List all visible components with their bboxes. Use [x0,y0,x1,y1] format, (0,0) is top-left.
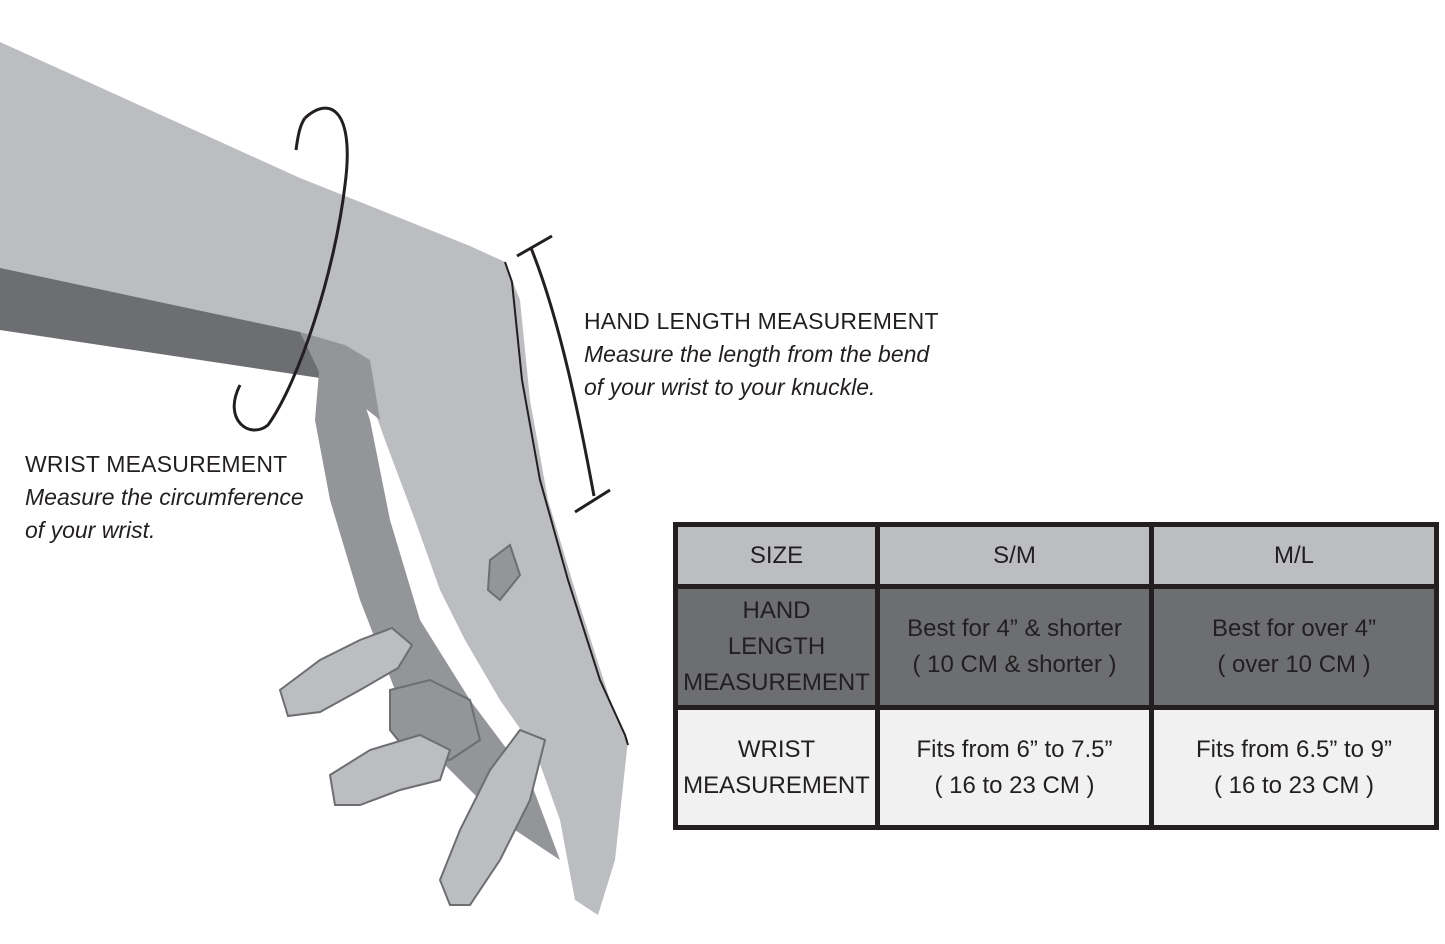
hand-length-bracket-top [516,234,553,258]
header-sm: S/M [880,527,1149,584]
forearm-underside [0,262,335,378]
wrist-crease [300,332,380,420]
cell-line: Best for over 4” [1211,615,1377,642]
hand-shadow [315,345,560,860]
wrist-circumference-loop-start [294,117,307,151]
wrist-instruction-line: of your wrist. [25,517,156,543]
thumb [278,626,414,718]
finger-3 [438,728,547,906]
wrist-instruction-line: Measure the circumference [25,484,304,510]
cell-line: Fits from 6” to 7.5” [916,735,1113,763]
row-label-line: MEASUREMENT [683,669,870,696]
header-sm-label: S/M [993,541,1036,569]
hand-length-bracket [529,247,596,497]
forearm-and-hand [0,42,628,915]
row-label-wrist: WRIST MEASUREMENT [678,710,875,825]
cell-hand-sm: Best for 4” & shorter ( 10 CM & shorter … [880,589,1149,705]
hand-length-instruction-line: Measure the length from the bend [584,341,930,367]
size-table: SIZE S/M M/L HAND LENGTH MEASUREMENT Bes… [673,522,1439,830]
row-label-line: WRIST [737,735,816,763]
wrist-heading: WRIST MEASUREMENT [25,451,288,477]
row-label-line: HAND [742,597,811,624]
hand-length-heading: HAND LENGTH MEASUREMENT [584,308,939,334]
row-label-hand-length: HAND LENGTH MEASUREMENT [678,589,875,705]
header-ml: M/L [1154,527,1434,584]
wrist-callout: WRIST MEASUREMENT Measure the circumfere… [25,448,304,547]
cell-line: Fits from 6.5” to 9” [1195,735,1393,763]
row-label-line: MEASUREMENT [683,771,870,799]
header-ml-label: M/L [1273,541,1314,569]
cell-line: ( 16 to 23 CM ) [1213,771,1375,799]
finger-2 [328,733,452,806]
cell-line: ( 16 to 23 CM ) [934,771,1095,799]
wrist-circumference-loop [232,106,349,432]
cell-wrist-ml: Fits from 6.5” to 9” ( 16 to 23 CM ) [1154,710,1434,825]
cell-line: Best for 4” & shorter [907,615,1122,642]
hand-back-edge [504,261,629,746]
header-size-label: SIZE [749,541,804,569]
row-label-line: LENGTH [727,633,826,660]
hand-length-instruction-line: of your wrist to your knuckle. [584,374,876,400]
hand-length-callout: HAND LENGTH MEASUREMENT Measure the leng… [584,305,939,404]
hand-length-bracket-bottom [574,488,611,514]
header-size: SIZE [678,527,875,584]
cell-wrist-sm: Fits from 6” to 7.5” ( 16 to 23 CM ) [880,710,1149,825]
finger-4 [486,543,522,602]
cell-hand-ml: Best for over 4” ( over 10 CM ) [1154,589,1434,705]
cell-line: ( over 10 CM ) [1217,651,1371,678]
cell-line: ( 10 CM & shorter ) [912,651,1117,678]
